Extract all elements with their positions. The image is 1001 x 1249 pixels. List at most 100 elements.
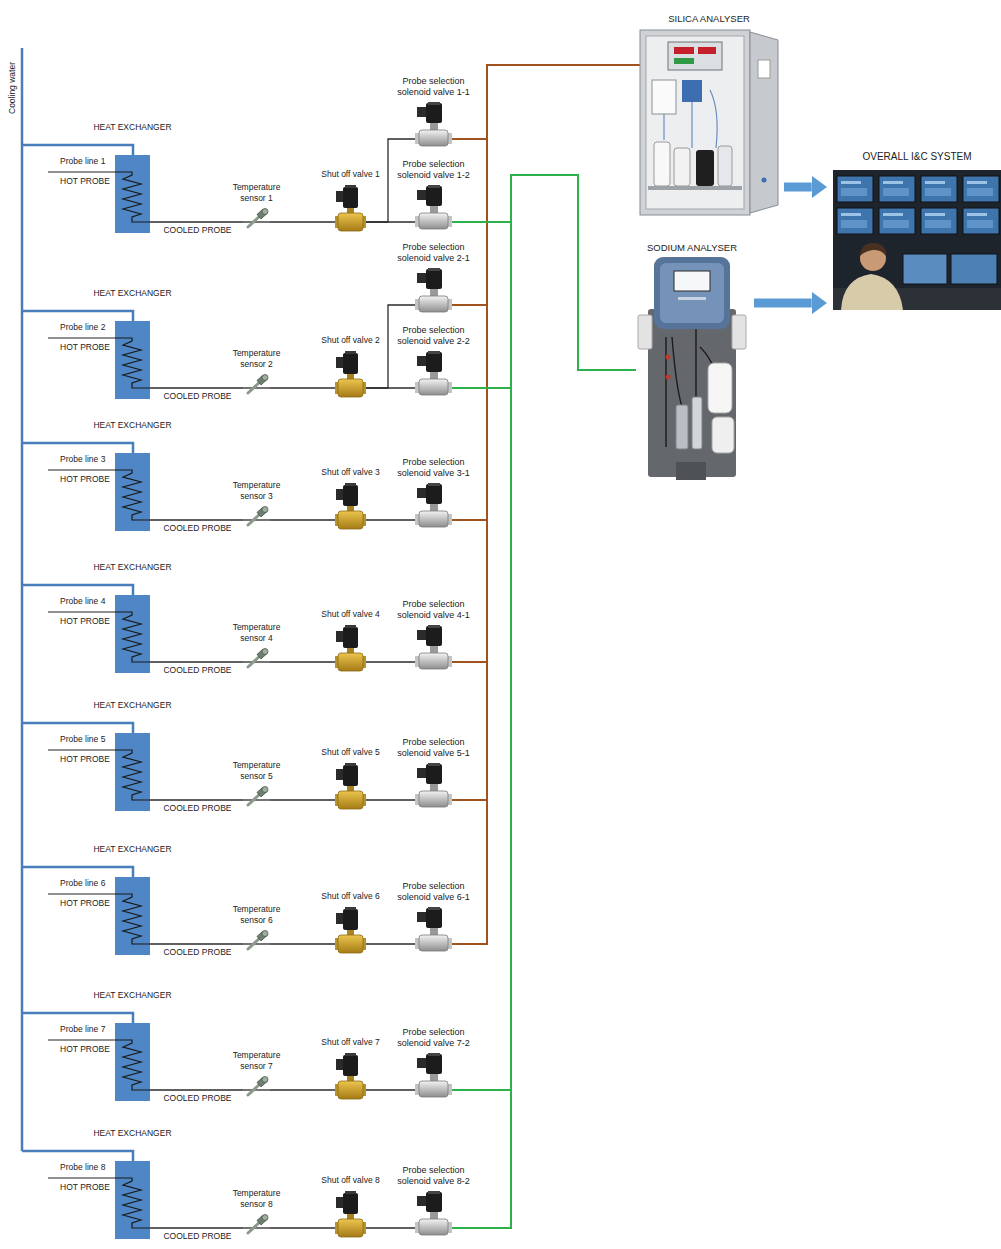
valve-coil bbox=[343, 187, 358, 208]
valve-body bbox=[338, 511, 363, 529]
label-holder: Temperature sensor 1 bbox=[226, 182, 288, 204]
probe-label: HOT PROBE bbox=[60, 616, 110, 627]
exchanger-coil bbox=[115, 470, 150, 520]
label-holder: Temperature sensor 8 bbox=[226, 1188, 288, 1210]
label-holder: Probe selection solenoid valve 5-1 bbox=[392, 737, 476, 759]
probe-label: Probe line 7 bbox=[60, 1024, 105, 1035]
probe-line bbox=[366, 387, 415, 388]
valve-coil bbox=[426, 1054, 442, 1074]
wall-screen bbox=[921, 208, 957, 234]
component-label: Temperature sensor 7 bbox=[226, 1050, 288, 1072]
valve-body bbox=[419, 935, 448, 951]
label-holder: Shut off valve 1 bbox=[321, 169, 379, 180]
wall-screen bbox=[963, 208, 999, 234]
screen-content bbox=[967, 220, 993, 228]
temperature-sensor-shape bbox=[243, 1214, 270, 1236]
valve-coil bbox=[426, 186, 442, 206]
component-label: Shut off valve 6 bbox=[321, 891, 379, 902]
solenoid-valve: Probe selection solenoid valve 1-1 bbox=[415, 102, 452, 147]
screen-content bbox=[883, 213, 903, 216]
screen-content bbox=[841, 181, 861, 184]
wall-screen bbox=[879, 176, 915, 202]
solenoid-valve: Probe selection solenoid valve 2-1 bbox=[415, 268, 452, 313]
label-holder: Probe line 1 bbox=[60, 156, 105, 167]
solenoid-valve: Probe selection solenoid valve 1-2 bbox=[415, 185, 452, 230]
exchanger-body bbox=[115, 733, 150, 811]
valve-body bbox=[419, 511, 448, 527]
sensor-head bbox=[262, 649, 268, 655]
side-bracket bbox=[732, 315, 746, 349]
sodium-sample-line bbox=[452, 175, 636, 388]
sodium-sample-line bbox=[452, 175, 636, 1228]
valve-body bbox=[338, 935, 363, 953]
probe-line bbox=[270, 799, 335, 800]
valve-connector bbox=[336, 357, 344, 368]
exchanger-coil bbox=[115, 612, 150, 662]
coil-cap bbox=[345, 351, 356, 354]
screen-content bbox=[883, 220, 909, 228]
edge-label: COOLED PROBE bbox=[162, 947, 232, 958]
probe-line bbox=[270, 1227, 335, 1228]
temperature-sensor-shape bbox=[243, 1076, 270, 1098]
solenoid-valve-shape bbox=[415, 351, 452, 396]
valve-stem bbox=[430, 504, 438, 511]
coil-cap bbox=[345, 907, 356, 910]
probe-line bbox=[366, 661, 415, 662]
probe-line bbox=[366, 221, 415, 222]
reagent-bottle bbox=[708, 363, 732, 413]
valve-body bbox=[419, 296, 448, 312]
label-holder: COOLED PROBE bbox=[162, 803, 232, 814]
component-label: Temperature sensor 1 bbox=[226, 182, 288, 204]
shut-off-valve-shape bbox=[335, 625, 366, 672]
solenoid-valve: Probe selection solenoid valve 6-1 bbox=[415, 907, 452, 952]
probe-label: HOT PROBE bbox=[60, 1182, 110, 1193]
hot-probe-line bbox=[48, 172, 115, 1178]
valve-coil bbox=[426, 103, 442, 123]
shut-off-valve: Shut off valve 7 bbox=[335, 1053, 366, 1100]
valve-body bbox=[419, 379, 448, 395]
shelf bbox=[648, 186, 742, 190]
screen-content bbox=[841, 213, 861, 216]
label-holder: Shut off valve 8 bbox=[321, 1175, 379, 1186]
valve-coil bbox=[426, 626, 442, 646]
control-room-shape bbox=[833, 170, 1001, 310]
label-holder: COOLED PROBE bbox=[162, 665, 232, 676]
component-label: Probe selection solenoid valve 3-1 bbox=[392, 457, 476, 479]
solenoid-valve: Probe selection solenoid valve 7-2 bbox=[415, 1053, 452, 1098]
enclosure-face bbox=[660, 263, 724, 323]
heat-exchanger: HEAT EXCHANGER bbox=[115, 733, 150, 811]
component-label: Probe selection solenoid valve 7-2 bbox=[392, 1027, 476, 1049]
label-holder: HOT PROBE bbox=[60, 1044, 110, 1055]
silica-sample-line bbox=[452, 65, 640, 662]
exchanger-coil bbox=[115, 1040, 150, 1090]
reagent-bottle bbox=[696, 150, 714, 186]
coil-cap bbox=[428, 185, 440, 188]
edge-label: COOLED PROBE bbox=[162, 1093, 232, 1104]
probe-line bbox=[270, 221, 335, 222]
wall-screen bbox=[921, 176, 957, 202]
shut-off-valve: Shut off valve 4 bbox=[335, 625, 366, 672]
edge-label: COOLED PROBE bbox=[162, 1231, 232, 1242]
label-holder: Temperature sensor 2 bbox=[226, 348, 288, 370]
edge-label: COOLED PROBE bbox=[162, 665, 232, 676]
component-label: Probe selection solenoid valve 8-2 bbox=[392, 1165, 476, 1187]
temperature-sensor: Temperature sensor 1 bbox=[243, 208, 270, 230]
screen-content bbox=[841, 188, 867, 196]
label-holder: Shut off valve 5 bbox=[321, 747, 379, 758]
valve-stem bbox=[430, 784, 438, 791]
sensor-head bbox=[262, 931, 268, 937]
coil-cap bbox=[345, 625, 356, 628]
tubing bbox=[666, 329, 714, 447]
probe-label: Probe line 8 bbox=[60, 1162, 105, 1173]
signal-arrow bbox=[784, 183, 812, 192]
component-label: Probe selection solenoid valve 4-1 bbox=[392, 599, 476, 621]
valve-connector bbox=[336, 191, 344, 202]
valve-coil bbox=[343, 353, 358, 374]
component-label: HEAT EXCHANGER bbox=[93, 1128, 171, 1139]
probe-line bbox=[270, 661, 335, 662]
component-label: HEAT EXCHANGER bbox=[93, 122, 171, 133]
coil-cap bbox=[428, 763, 440, 766]
valve-body bbox=[338, 379, 363, 397]
temperature-sensor: Temperature sensor 2 bbox=[243, 374, 270, 396]
screen-content bbox=[967, 188, 993, 196]
